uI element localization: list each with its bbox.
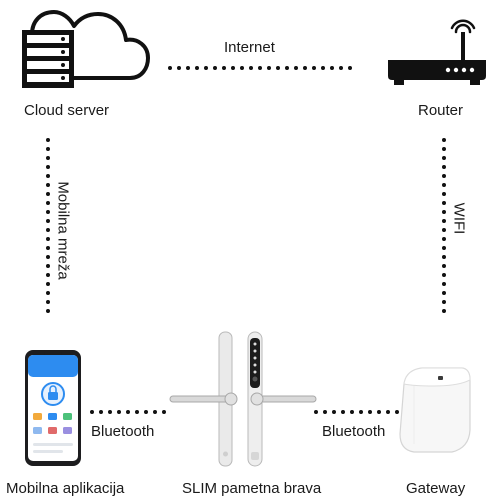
bluetooth-app-link-label: Bluetooth [91,423,155,440]
bluetooth-gateway-link-label: Bluetooth [322,423,386,440]
cloud-server-icon [18,4,150,88]
mobile-network-link-label: Mobilna mreža [54,181,72,280]
smart-lock-label: SLIM pametna brava [182,480,322,497]
cloud-server-label: Cloud server [24,102,110,119]
mobile-app-label: Mobilna aplikacija [6,480,125,497]
wifi-link-label: WIFI [450,202,468,235]
door-handle-lock-icon [168,328,318,470]
gateway-device-icon [396,364,472,454]
internet-link-label: Internet [224,39,275,56]
router-label: Router [418,102,464,119]
wifi-router-icon [382,12,492,86]
smartphone-app-icon [24,349,82,467]
gateway-label: Gateway [406,480,466,497]
